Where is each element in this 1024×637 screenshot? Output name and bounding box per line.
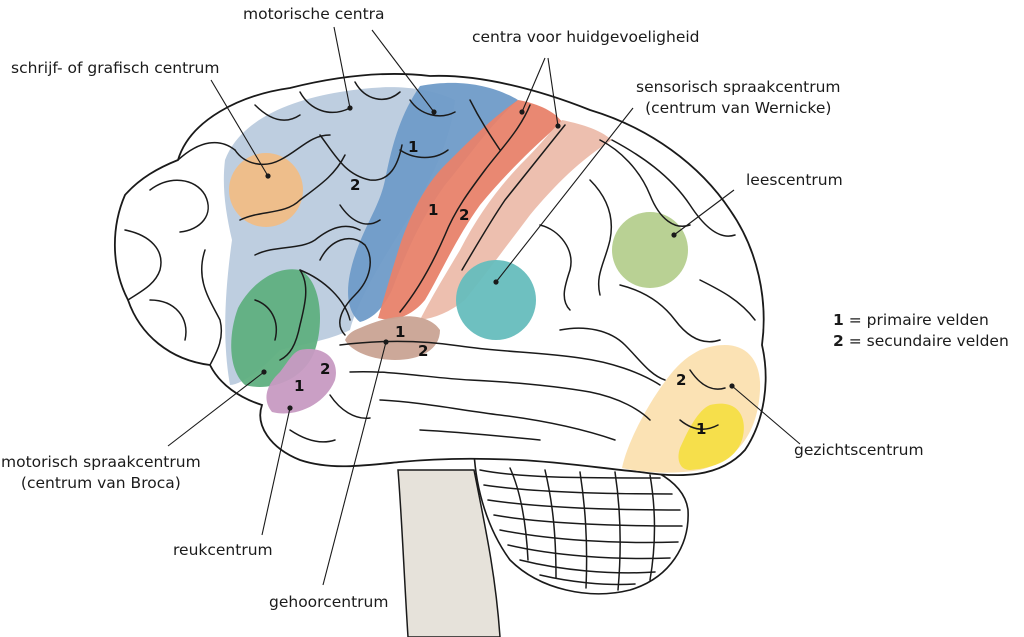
auditory-area: [345, 316, 440, 360]
label-reukcentrum-text: reukcentrum: [173, 541, 273, 559]
label-wernicke: sensorisch spraakcentrum (centrum van We…: [636, 77, 841, 119]
legend: 1 = primaire velden 2 = secundaire velde…: [833, 310, 1009, 352]
sensory-secondary-area: [420, 120, 612, 320]
label-motorische-centra: motorische centra: [243, 4, 385, 25]
motor-secondary-number: 2: [350, 176, 360, 194]
leader-dots: [261, 105, 735, 411]
brain-gyri: [124, 81, 756, 443]
olfactory-area: [266, 349, 336, 414]
label-broca: motorisch spraakcentrum (centrum van Bro…: [1, 452, 201, 494]
wernicke-area: [456, 260, 536, 340]
label-broca-line1: motorisch spraakcentrum: [1, 453, 201, 471]
visual-primary-number: 1: [696, 420, 706, 438]
label-gehoorcentrum-text: gehoorcentrum: [269, 593, 389, 611]
legend-secondary-text: = secundaire velden: [848, 332, 1009, 350]
legend-secondary-number: 2: [833, 332, 844, 350]
sensory-secondary-number: 2: [459, 206, 469, 224]
label-wernicke-line1: sensorisch spraakcentrum: [636, 78, 841, 96]
label-reukcentrum: reukcentrum: [173, 540, 273, 561]
label-schrijfcentrum: schrijf- of grafisch centrum: [11, 58, 219, 79]
label-leescentrum: leescentrum: [746, 170, 843, 191]
legend-row-secondary: 2 = secundaire velden: [833, 331, 1009, 352]
label-gehoorcentrum: gehoorcentrum: [269, 592, 388, 613]
legend-primary-text: = primaire velden: [848, 311, 989, 329]
leader-lines: [167, 26, 801, 586]
olfactory-secondary-number: 2: [320, 360, 330, 378]
label-schrijfcentrum-text: schrijf- of grafisch centrum: [11, 59, 220, 77]
label-gezichtscentrum-text: gezichtscentrum: [794, 441, 924, 459]
label-leescentrum-text: leescentrum: [746, 171, 843, 189]
label-gezichtscentrum: gezichtscentrum: [794, 440, 924, 461]
label-broca-line2: (centrum van Broca): [20, 474, 181, 492]
visual-primary-area: [678, 403, 744, 470]
motor-primary-number: 1: [408, 138, 418, 156]
reading-area: [612, 212, 688, 288]
auditory-secondary-number: 2: [418, 342, 428, 360]
sensory-primary-area: [378, 100, 562, 320]
legend-primary-number: 1: [833, 311, 844, 329]
auditory-primary-number: 1: [395, 323, 405, 341]
label-wernicke-line2: (centrum van Wernicke): [645, 99, 832, 117]
label-huidgevoeligheid-text: centra voor huidgevoeligheid: [472, 28, 700, 46]
visual-secondary-number: 2: [676, 371, 686, 389]
olfactory-primary-number: 1: [294, 377, 304, 395]
label-huidgevoeligheid: centra voor huidgevoeligheid: [472, 27, 700, 48]
sensory-primary-number: 1: [428, 201, 438, 219]
label-motorische-centra-text: motorische centra: [243, 5, 385, 23]
legend-row-primary: 1 = primaire velden: [833, 310, 1009, 331]
